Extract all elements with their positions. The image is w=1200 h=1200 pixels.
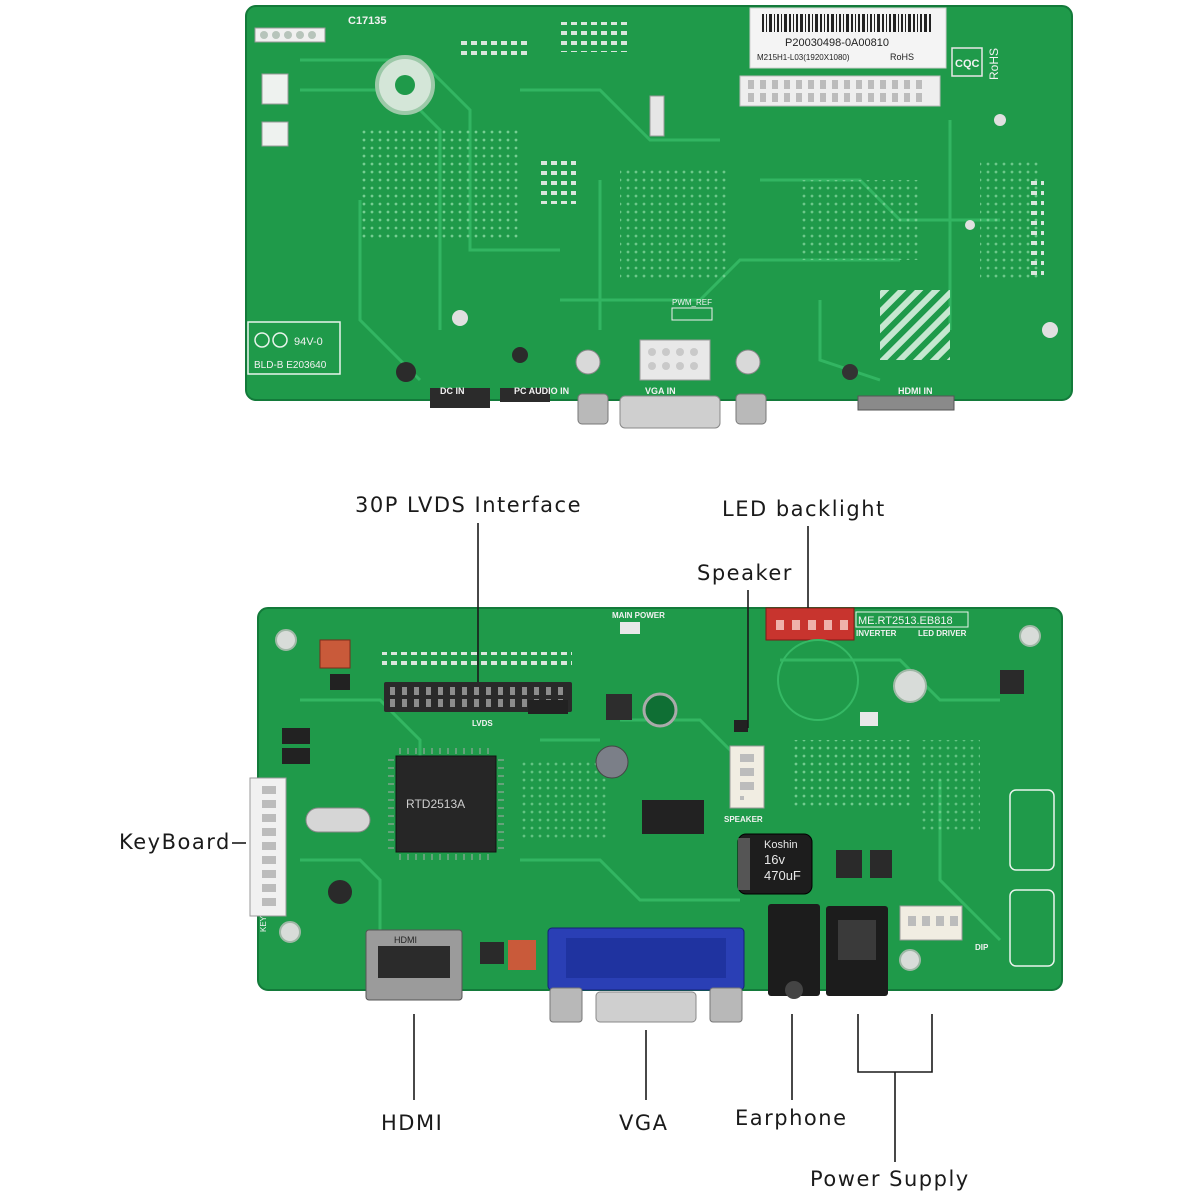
sticker-line2: M215H1-L03(1920X1080): [757, 53, 850, 62]
ul-rating: 94V-0: [294, 336, 323, 348]
top-vga-connector: [619, 395, 721, 429]
cap-brand: Koshin: [764, 839, 798, 851]
ul-file: BLD-B E203640: [254, 360, 327, 371]
earphone-jack[interactable]: [768, 904, 820, 996]
leader-power-supply: [857, 1014, 933, 1162]
crystal: [305, 807, 371, 833]
silk-dc-in: DC IN: [440, 386, 465, 396]
silk-main-power: MAIN POWER: [612, 611, 665, 620]
mounting-holes: [275, 625, 1041, 971]
main-chip: [395, 755, 497, 853]
silk-inverter: INVERTER: [856, 629, 897, 638]
ul-logo-icon: [254, 332, 288, 348]
label-power-supply: Power Supply: [810, 1167, 970, 1191]
chip-label: RTD2513A: [406, 797, 465, 811]
label-speaker: Speaker: [697, 561, 793, 585]
silk-speaker: SPEAKER: [724, 815, 763, 824]
board-id: ME.RT2513.EB818: [858, 615, 953, 627]
cqc-mark-text: CQC: [955, 58, 980, 70]
top-board: P20030498-0A00810 M215H1-L03(1920X1080) …: [245, 5, 1073, 429]
silk-led-driver: LED DRIVER: [918, 629, 967, 638]
silk-key: KEY: [259, 915, 268, 932]
silk-lvds: LVDS: [472, 719, 493, 728]
top-model-code: C17135: [348, 15, 387, 27]
barcode: [762, 14, 931, 32]
label-led-backlight: LED backlight: [722, 497, 886, 521]
label-earphone: Earphone: [735, 1106, 848, 1130]
cap-value: 470uF: [764, 868, 801, 883]
top-dc-in-jack: [430, 388, 490, 408]
top-hdmi-connector: [857, 395, 955, 411]
cap-voltage: 16v: [764, 852, 785, 867]
silk-pwm-ref: PWM_REF: [672, 298, 712, 307]
cqc-mark-icon: CQC: [951, 47, 983, 77]
label-lvds: 30P LVDS Interface: [355, 493, 583, 517]
silk-vga-in: VGA IN: [645, 386, 676, 396]
sticker-line1: P20030498-0A00810: [785, 37, 889, 49]
silk-hdmi-in: HDMI IN: [898, 386, 933, 396]
leader-lines: [232, 523, 933, 1162]
rohs-mark: RoHS: [987, 48, 1001, 80]
label-hdmi: HDMI: [381, 1111, 444, 1135]
silk-pc-audio-in: PC AUDIO IN: [514, 386, 569, 396]
amplifier-chip: [642, 800, 704, 834]
label-vga: VGA: [619, 1111, 669, 1135]
label-keyboard: KeyBoard: [119, 830, 231, 854]
top-pc-audio-jack: [500, 388, 550, 402]
bottom-board: LVDS RTD2513A KEY SPEAKER: [249, 607, 1063, 1023]
silk-dip: DIP: [975, 943, 989, 952]
silk-hdmi-conn: HDMI: [394, 935, 417, 945]
sticker-rohs: RoHS: [890, 52, 914, 62]
